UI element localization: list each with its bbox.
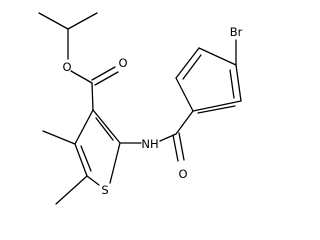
bond-ring-c4-c5-inner bbox=[80, 145, 92, 172]
bond-amide-carbonyl-double-a bbox=[172, 134, 179, 162]
sulfur-label: S bbox=[101, 183, 108, 197]
bond-benzene-3 bbox=[198, 47, 237, 66]
ester-carbonyl-oxygen-label: O bbox=[118, 56, 127, 70]
bond-isopropyl-left-methyl bbox=[38, 12, 69, 30]
bond-amide-carbonyl-double-b bbox=[178, 132, 185, 161]
bond-ring-c5-s bbox=[86, 175, 100, 186]
bromine-label: Br bbox=[230, 25, 243, 39]
bond-ester-carbonyl-double-b bbox=[94, 71, 119, 86]
bond-benzene-2-inner bbox=[182, 54, 202, 80]
bond-ring-c4-c5 bbox=[74, 143, 88, 177]
bond-ring-s-c2 bbox=[109, 142, 121, 184]
bond-ester-carbonyl-double-a bbox=[91, 66, 116, 81]
bond-benzene-4 bbox=[235, 64, 242, 102]
bond-benzene-2 bbox=[175, 47, 200, 79]
bond-oxygen-to-carbonyl bbox=[70, 70, 93, 84]
molecule-structure: Br O O NH O S bbox=[38, 12, 243, 205]
bond-c4-methyl bbox=[42, 130, 76, 145]
bond-ring-c3-c2 bbox=[92, 109, 121, 144]
amide-nitrogen-label: NH bbox=[141, 137, 158, 151]
bond-c5-methyl bbox=[55, 175, 88, 205]
bond-benzene-5-inner bbox=[197, 105, 236, 114]
bond-isopropyl-right-methyl bbox=[67, 12, 98, 30]
bond-benzene-5 bbox=[192, 100, 242, 112]
ester-oxygen-label: O bbox=[62, 60, 71, 74]
bond-ring-c3-c4 bbox=[74, 109, 94, 145]
bond-ring-c3-c2-inner bbox=[95, 117, 114, 141]
bond-benzene-1 bbox=[175, 77, 194, 112]
amide-carbonyl-oxygen-label: O bbox=[178, 167, 187, 181]
bond-carbonyl-to-ring bbox=[91, 82, 94, 111]
bond-carbonyl-to-benzene bbox=[175, 110, 194, 135]
bond-benzene-4-inner bbox=[229, 69, 235, 99]
